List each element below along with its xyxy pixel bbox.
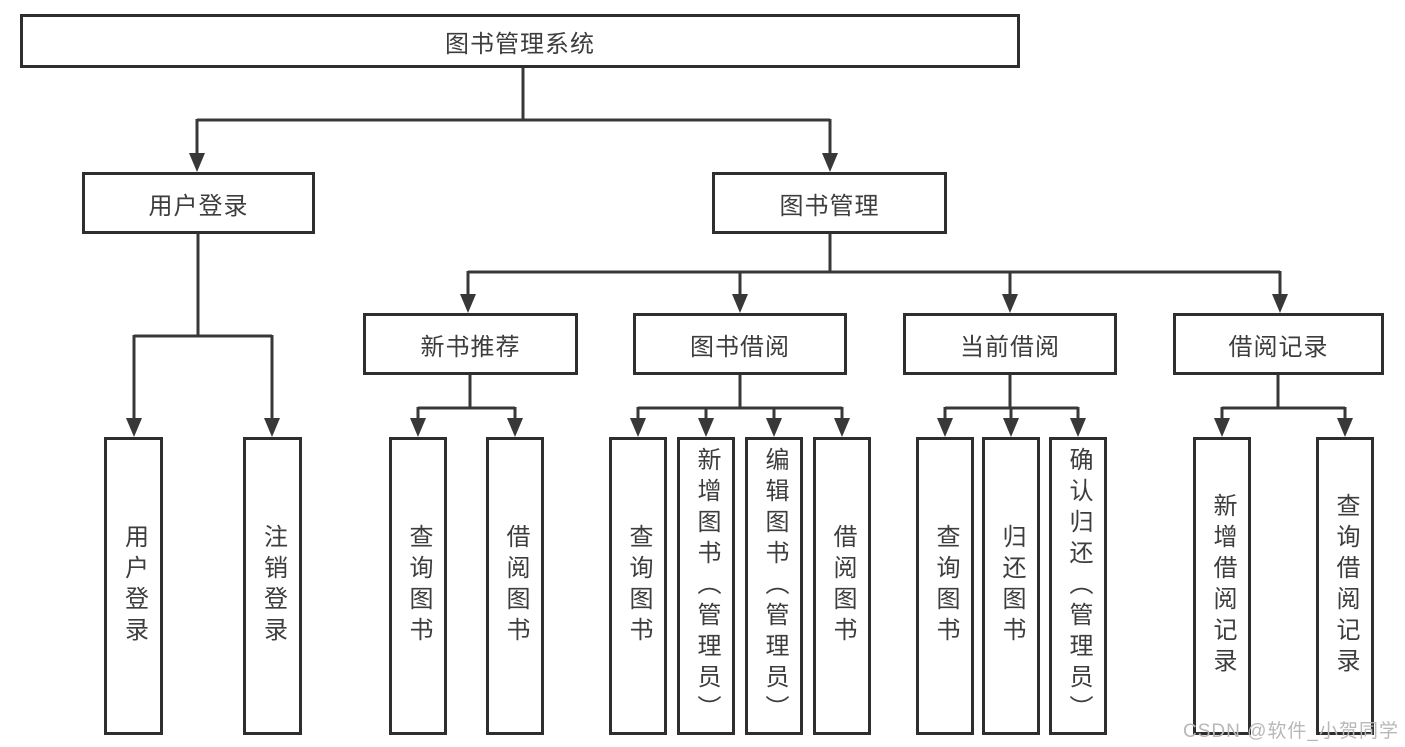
leaf-label: 注销登录: [259, 524, 287, 648]
node-book-borrowing: 图书借阅: [633, 313, 847, 375]
leaf-edit-books-admin: 编辑图书（管理员）: [745, 437, 803, 735]
leaf-borrow-books-2: 借阅图书: [813, 437, 871, 735]
leaf-label: 确认归还（管理员）: [1065, 446, 1092, 726]
leaf-label: 查询图书: [405, 524, 432, 648]
node-root-system: 图书管理系统: [20, 14, 1020, 68]
node-label: 当前借阅: [960, 333, 1060, 361]
node-book-management-branch: 图书管理: [712, 172, 947, 234]
leaf-return-books: 归还图书: [982, 437, 1040, 735]
leaf-add-books-admin: 新增图书（管理员）: [677, 437, 735, 735]
leaf-user-login: 用户登录: [104, 437, 163, 735]
node-user-login-branch: 用户登录: [82, 172, 315, 234]
node-new-book-recommend: 新书推荐: [363, 313, 578, 375]
csdn-watermark: CSDN @软件_小贺同学: [1183, 721, 1399, 742]
leaf-confirm-return-admin: 确认归还（管理员）: [1049, 437, 1107, 735]
leaf-query-borrow-record: 查询借阅记录: [1316, 437, 1374, 735]
leaf-label: 归还图书: [998, 524, 1025, 648]
leaf-label: 借阅图书: [502, 524, 529, 648]
node-label: 图书管理: [779, 192, 880, 220]
leaf-add-borrow-record: 新增借阅记录: [1193, 437, 1251, 735]
node-label: 用户登录: [148, 192, 249, 220]
leaf-label: 编辑图书（管理员）: [761, 446, 788, 726]
node-label: 新书推荐: [420, 333, 521, 361]
leaf-query-books-1: 查询图书: [389, 437, 447, 735]
leaf-query-books-3: 查询图书: [916, 437, 974, 735]
arrowhead-icons: [126, 153, 1353, 437]
node-borrowing-records: 借阅记录: [1173, 313, 1384, 375]
node-root-label: 图书管理系统: [445, 30, 595, 58]
leaf-label: 查询图书: [625, 524, 652, 648]
leaf-label: 查询借阅记录: [1332, 493, 1359, 679]
node-current-borrowing: 当前借阅: [903, 313, 1117, 375]
leaf-logout: 注销登录: [243, 437, 302, 735]
node-label: 图书借阅: [690, 333, 790, 361]
leaf-query-books-2: 查询图书: [609, 437, 667, 735]
leaf-borrow-books-1: 借阅图书: [486, 437, 544, 735]
node-label: 借阅记录: [1228, 333, 1329, 361]
leaf-label: 新增图书（管理员）: [693, 446, 720, 726]
leaf-label: 查询图书: [932, 524, 959, 648]
leaf-label: 新增借阅记录: [1209, 493, 1236, 679]
leaf-label: 借阅图书: [829, 524, 856, 648]
leaf-label: 用户登录: [120, 524, 148, 648]
